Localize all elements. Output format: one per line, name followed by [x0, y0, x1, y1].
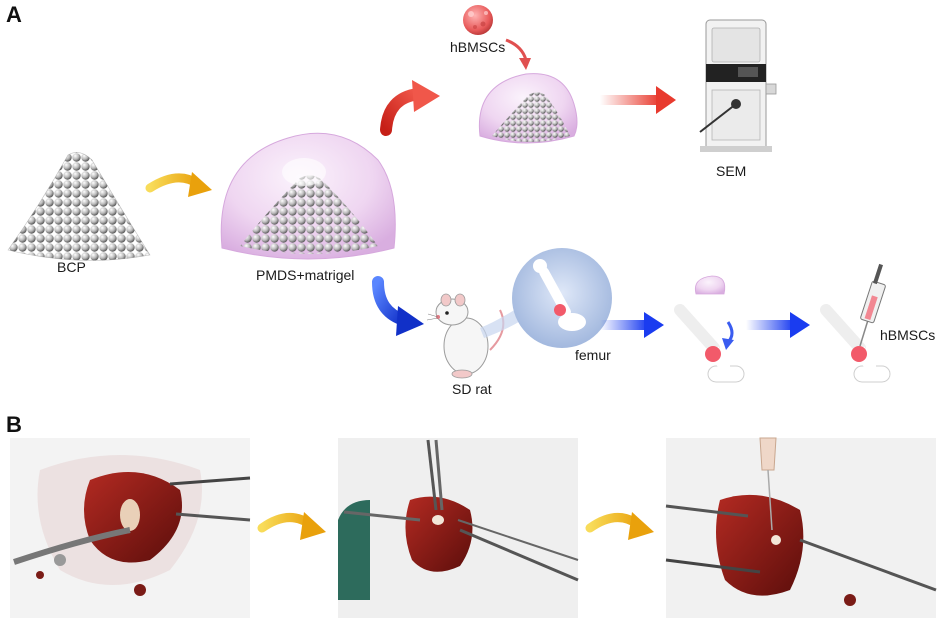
femur-with-gel [674, 275, 745, 383]
yellow-arrow-b2-icon [585, 512, 654, 540]
hbmsc-cell-icon [463, 5, 493, 35]
yellow-arrow-b1-icon [257, 512, 326, 540]
femur-with-syringe [820, 263, 891, 383]
yellow-arrow-icon [145, 172, 212, 197]
red-curve-arrow-icon [380, 80, 440, 136]
surgery-photo-2 [338, 438, 579, 618]
femur-bone-icon [533, 259, 586, 331]
panel-a-letter: A [6, 2, 22, 27]
sd-rat-label: SD rat [452, 381, 492, 397]
panel-b-letter: B [6, 412, 22, 437]
femur-magnify [480, 248, 612, 348]
blue-trail-arrow-2-icon [746, 312, 810, 338]
sd-rat-icon [426, 293, 505, 379]
panel-a: A BCP PMDS+matrigel [6, 2, 935, 397]
bcp-pile [7, 152, 151, 261]
surgery-photo-1 [10, 438, 251, 618]
syringe-icon [859, 263, 886, 347]
bcp-label: BCP [57, 259, 86, 275]
surgery-photo-3 [665, 437, 937, 618]
blue-curve-arrow-icon [372, 276, 424, 336]
femur-label: femur [575, 347, 611, 363]
small-red-arrow-icon [505, 38, 531, 70]
sem-instrument-icon [699, 19, 777, 152]
blue-trail-arrow-1-icon [600, 312, 664, 338]
pmds-label: PMDS+matrigel [256, 267, 354, 283]
hbmscs-top-label: hBMSCs [450, 39, 505, 55]
red-trail-arrow-icon [600, 86, 676, 114]
hbmscs-bottom-label: hBMSCs [880, 327, 935, 343]
panel-b: B [6, 412, 937, 618]
sem-label: SEM [716, 163, 746, 179]
pmds-matrigel-dome [220, 132, 396, 260]
seeded-dome [478, 73, 578, 144]
